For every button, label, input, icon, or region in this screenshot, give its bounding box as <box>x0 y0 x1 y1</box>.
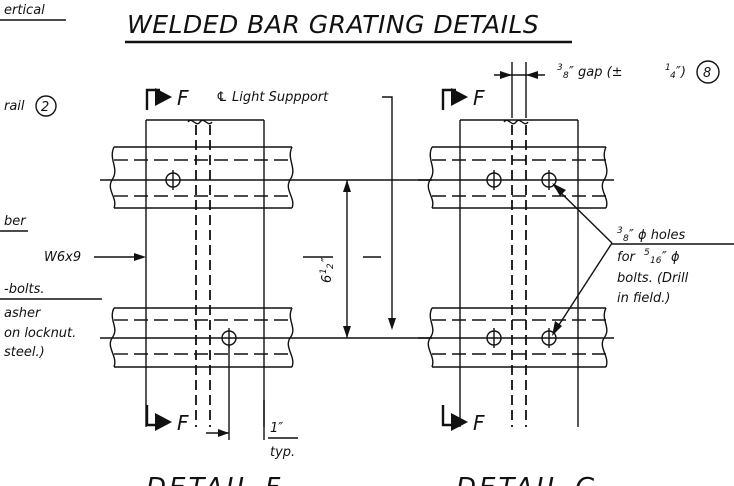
dim-1in-typ: typ. <box>270 445 295 460</box>
grating-g-upper <box>418 146 614 209</box>
callout-8-circle <box>696 60 720 84</box>
dim-1in-value: 1″ <box>270 421 283 436</box>
light-support-label: Light Suppport <box>232 90 329 105</box>
beam-f-break <box>187 119 213 125</box>
gap-tol-num: 1 <box>665 63 671 73</box>
holes-line2-post: ″ ϕ <box>662 250 680 265</box>
holes-leader-upper <box>554 186 613 244</box>
section-f-bottom-label: F <box>177 411 189 435</box>
centerline-symbol: ℄ <box>216 90 228 105</box>
detail-f-title: DETAIL F <box>146 473 283 486</box>
note-vertical: ertical <box>4 3 45 18</box>
callout-8-number: 8 <box>703 66 711 81</box>
section-g-bottom-marker: F <box>441 405 485 435</box>
grating-f-upper <box>100 146 302 209</box>
detail-g-title: DETAIL G <box>456 473 598 486</box>
section-arrow-icon <box>451 88 468 106</box>
section-g-top-label: F <box>473 86 485 110</box>
drawing-title: WELDED BAR GRATING DETAILS <box>127 10 539 39</box>
dim-1in-arrow <box>218 429 229 437</box>
grate-break-right <box>601 307 608 368</box>
dim-spacing-arrow-top <box>343 180 351 192</box>
callout-2-circle <box>35 95 57 117</box>
grating-g-lower <box>418 307 614 368</box>
holes-line1: ″ ϕ holes <box>629 228 685 243</box>
gap-arrow-left <box>500 71 512 79</box>
note-bolts-3: on locknut. <box>4 326 76 341</box>
beam-label: W6x9 <box>44 250 81 265</box>
callout-2-number: 2 <box>41 100 49 115</box>
grating-f-lower <box>100 307 302 368</box>
holes-den: 8 <box>623 234 629 244</box>
section-f-top-marker: F <box>145 86 189 110</box>
grate-break-left <box>427 146 434 209</box>
holes-leader-upper-arrow <box>552 183 566 196</box>
dim-spacing-whole: 6 <box>320 275 335 283</box>
holes-leader-lower <box>554 242 613 332</box>
holes-leader-lower-arrow <box>552 321 562 336</box>
holes-line3: bolts. (Drill <box>617 271 689 286</box>
dim-spacing-frac: 1 <box>319 268 329 274</box>
gap-tol-den: 4 <box>670 71 676 81</box>
light-support-arrow <box>388 318 396 330</box>
dim-spacing-value: 6 1 2 ″ <box>319 257 336 283</box>
bolt-num: 5 <box>644 248 650 258</box>
section-f-top-label: F <box>177 86 189 110</box>
bolt-den: 16 <box>650 256 662 266</box>
section-g-bottom-label: F <box>473 411 485 435</box>
light-support-leader <box>382 96 393 320</box>
gap-text: ″ gap (± <box>569 65 623 80</box>
section-g-top-marker: F <box>441 86 485 110</box>
grate-break-right <box>287 146 294 209</box>
left-notes: ertical rail 2 ber W6x9 -bolts. asher on… <box>0 3 146 360</box>
note-bolts-2: asher <box>4 306 42 321</box>
grate-break-left <box>109 307 116 368</box>
grate-break-right <box>601 146 608 209</box>
detail-f: 1″ typ. F F <box>100 86 302 460</box>
holes-num: 3 <box>617 226 623 236</box>
note-rail: rail <box>4 99 25 114</box>
holes-line2-pre: for <box>617 250 637 265</box>
dim-spacing-unit: ″ <box>320 257 335 262</box>
note-member: ber <box>4 214 27 229</box>
gap-close: ″) <box>676 65 686 80</box>
section-arrow-icon <box>451 413 468 431</box>
holes-line4: in field.) <box>617 291 670 306</box>
detail-g: 3 8 ″ gap (± 1 4 ″) 8 <box>418 60 734 435</box>
note-bolts-4: steel.) <box>4 345 45 360</box>
grate-break-left <box>427 307 434 368</box>
section-f-bottom-marker: F <box>145 405 189 435</box>
section-arrow-icon <box>155 88 172 106</box>
gap-arrow-right <box>526 71 538 79</box>
section-arrow-icon <box>155 413 172 431</box>
gap-den: 8 <box>563 71 569 81</box>
beam-g-break <box>503 119 529 125</box>
beam-leader-arrow <box>134 253 146 261</box>
centre-dimensions: ℄ Light Suppport 6 1 2 ″ <box>216 90 432 339</box>
note-bolts-1: -bolts. <box>4 282 45 297</box>
grate-break-right <box>287 307 294 368</box>
dim-spacing-den: 2 <box>326 263 336 269</box>
grate-break-left <box>109 146 116 209</box>
gap-num: 3 <box>557 63 563 73</box>
dim-spacing-arrow-bottom <box>343 326 351 338</box>
